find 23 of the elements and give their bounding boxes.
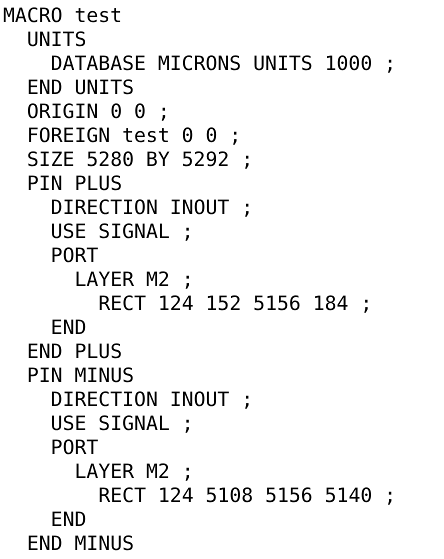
code-line: END PLUS bbox=[26, 340, 122, 364]
code-line: PORT bbox=[50, 436, 98, 460]
code-line: END bbox=[50, 508, 86, 532]
code-line: SIZE 5280 BY 5292 ; bbox=[26, 148, 254, 172]
code-line: PIN PLUS bbox=[26, 172, 122, 196]
code-line: ORIGIN 0 0 ; bbox=[26, 100, 170, 124]
code-line: END UNITS bbox=[26, 76, 134, 100]
code-line: LAYER M2 ; bbox=[74, 460, 194, 484]
code-line: MACRO test bbox=[3, 4, 122, 28]
code-line: DIRECTION INOUT ; bbox=[50, 388, 254, 412]
code-line: END bbox=[50, 316, 86, 340]
code-line: FOREIGN test 0 0 ; bbox=[26, 124, 242, 148]
code-line: RECT 124 152 5156 184 ; bbox=[98, 292, 372, 316]
code-line: RECT 124 5108 5156 5140 ; bbox=[98, 484, 396, 508]
code-line: DATABASE MICRONS UNITS 1000 ; bbox=[50, 52, 396, 76]
code-line: USE SIGNAL ; bbox=[50, 412, 194, 436]
code-line: LAYER M2 ; bbox=[74, 268, 194, 292]
code-line: END MINUS bbox=[26, 532, 134, 556]
code-line: UNITS bbox=[26, 28, 86, 52]
code-line: PIN MINUS bbox=[26, 364, 134, 388]
code-line: DIRECTION INOUT ; bbox=[50, 196, 254, 220]
code-line: PORT bbox=[50, 244, 98, 268]
code-line: USE SIGNAL ; bbox=[50, 220, 194, 244]
